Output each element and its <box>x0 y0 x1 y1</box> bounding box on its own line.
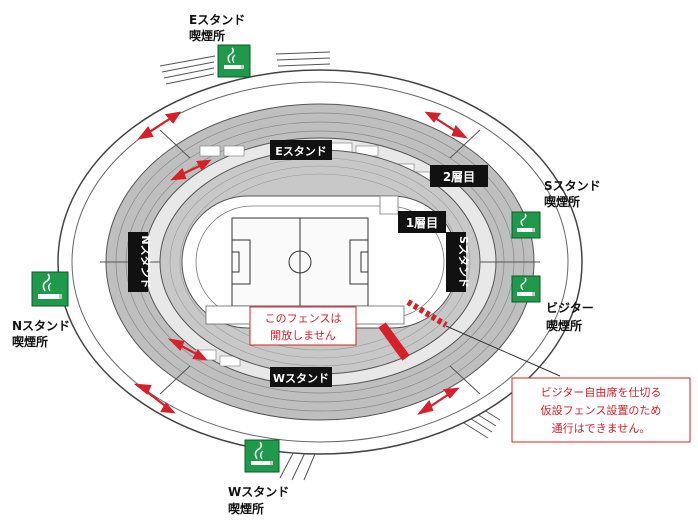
stand-label-w-text: Wスタンド <box>273 372 329 385</box>
temporary-fence <box>406 299 448 328</box>
tier-label-upper: 2層目 <box>430 165 488 187</box>
callout-leader <box>445 325 561 377</box>
double-arrow-icon <box>137 111 182 140</box>
stand-label-n: Nスタンド <box>128 232 152 292</box>
smoking-area-visitor <box>511 275 541 303</box>
fence-info-callout: ビジター自由席を仕切る 仮設フェンス設置のため 通行はできません。 <box>511 377 691 443</box>
info-line2: 仮設フェンス設置のため <box>541 403 662 417</box>
smoking-area-w <box>244 439 280 473</box>
info-line1: ビジター自由席を仕切る <box>541 385 662 399</box>
track-straight-extension <box>379 195 399 215</box>
smoking-area-s <box>511 211 541 239</box>
smoking-e-sub: 喫煙所 <box>189 28 225 43</box>
tier-label-upper-text: 2層目 <box>443 170 475 184</box>
smoking-visitor-label: ビジター <box>546 300 594 315</box>
smoking-n-label: Nスタンド <box>12 319 70 333</box>
fence-note: このフェンスは 開放しません <box>249 306 357 346</box>
smoking-area-n <box>31 271 69 307</box>
double-arrow-icon <box>170 159 212 181</box>
fence-note-line2: 開放しません <box>270 328 336 342</box>
info-line3: 通行はできません。 <box>552 422 651 435</box>
fence-note-line1: このフェンスは <box>265 312 342 325</box>
stand-label-e-text: Eスタンド <box>275 145 327 158</box>
smoking-w-label: Wスタンド <box>228 485 289 499</box>
smoking-s-sub: 喫煙所 <box>544 194 580 209</box>
stand-label-w: Wスタンド <box>270 367 332 387</box>
smoking-w-sub: 喫煙所 <box>228 501 264 516</box>
smoking-s-label: Sスタンド <box>544 179 601 193</box>
smoking-visitor-sub: 喫煙所 <box>546 318 582 333</box>
smoking-n-sub: 喫煙所 <box>12 334 48 349</box>
smoking-area-icon <box>217 44 251 78</box>
football-pitch <box>231 217 369 307</box>
tier-label-lower: 1層目 <box>398 211 446 233</box>
smoking-area-icon <box>511 211 541 239</box>
double-arrow-icon <box>417 387 460 415</box>
tier-label-lower-text: 1層目 <box>406 216 438 230</box>
stand-label-e: Eスタンド <box>270 140 332 160</box>
double-arrow-icon <box>424 111 468 139</box>
walk-direction-arrows <box>133 111 468 415</box>
smoking-area-e <box>217 44 251 78</box>
closed-fence <box>378 322 410 361</box>
stand-label-n-text: Nスタンド <box>139 235 152 288</box>
double-arrow-icon <box>133 383 176 414</box>
double-arrow-icon <box>167 338 208 361</box>
smoking-e-label: Eスタンド <box>189 13 245 27</box>
stand-label-s-text: Sスタンド <box>457 236 470 288</box>
stand-label-s: Sスタンド <box>446 232 470 292</box>
